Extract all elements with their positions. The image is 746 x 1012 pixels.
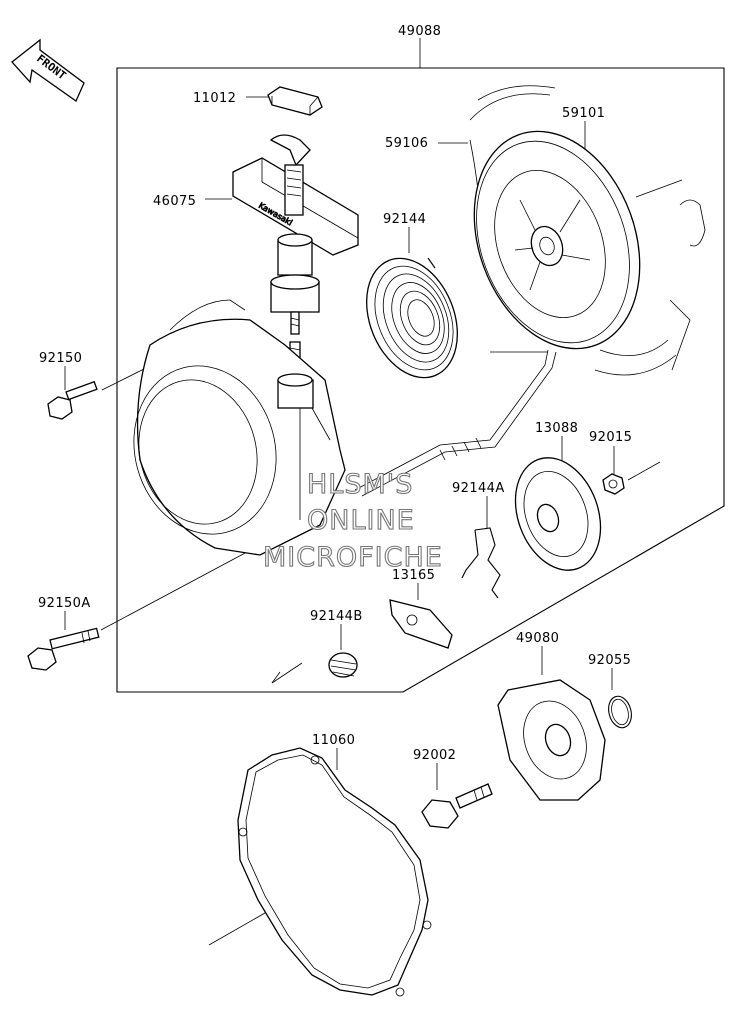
label-92055: 92055: [588, 653, 631, 668]
label-13165: 13165: [392, 568, 435, 583]
label-92144A: 92144A: [452, 481, 505, 496]
label-92150A: 92150A: [38, 596, 91, 611]
label-46075: 46075: [153, 194, 196, 209]
watermark: HLSM'S ONLINE MICROFICHE: [262, 468, 443, 573]
part-11012-cap: [267, 86, 323, 116]
part-13088-ratchet: [514, 457, 602, 571]
label-11060: 11060: [312, 733, 355, 748]
label-92144B: 92144B: [310, 609, 363, 624]
part-11060-gasket: [237, 747, 432, 997]
part-92015-nut: [602, 473, 625, 495]
part-49080-cup: [497, 679, 606, 801]
watermark-line-3: MICROFICHE: [263, 542, 443, 573]
part-59101-pulley: [469, 85, 706, 376]
part-92144A-clip: [461, 527, 501, 599]
label-11012: 11012: [193, 91, 236, 106]
label-92002: 92002: [413, 748, 456, 763]
label-49080: 49080: [516, 631, 559, 646]
label-59101: 59101: [562, 106, 605, 121]
label-59106: 59106: [385, 136, 428, 151]
part-49088-housing: [133, 299, 346, 556]
label-92144: 92144: [383, 212, 426, 227]
part-92055-o-ring: [608, 695, 632, 729]
part-92002-bolt: [421, 783, 493, 829]
part-13165-pawl: [389, 599, 453, 649]
label-92015: 92015: [589, 430, 632, 445]
watermark-line-2: ONLINE: [307, 505, 415, 536]
part-rope: [354, 349, 557, 497]
part-number-labels: 49088 11012 46075 59106 59101 92144 9215…: [38, 24, 632, 763]
front-arrow-icon: FRONT: [11, 38, 85, 102]
label-49088: 49088: [398, 24, 441, 39]
label-13088: 13088: [535, 421, 578, 436]
watermark-line-1: HLSM'S: [307, 469, 413, 500]
part-92144-spiral-spring: [366, 257, 458, 379]
part-92144B-spring: [328, 652, 358, 678]
assembly-outline: [116, 67, 725, 693]
part-92150-bolt: [47, 380, 98, 420]
label-92150: 92150: [39, 351, 82, 366]
part-92150A-bolt: [27, 627, 100, 671]
